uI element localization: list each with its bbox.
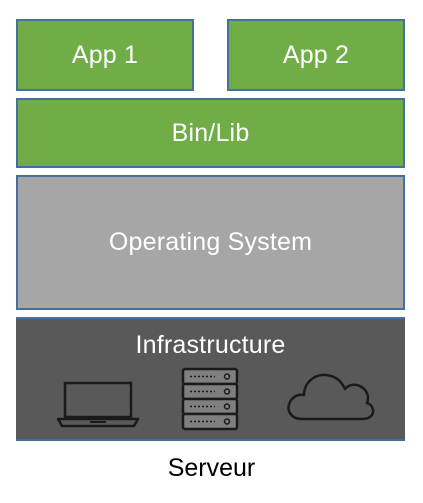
cloud-icon — [287, 373, 375, 421]
laptop-icon — [56, 381, 140, 428]
operating-system-label: Operating System — [108, 228, 313, 256]
infrastructure-box: Infrastructure — [16, 317, 405, 441]
diagram-caption: Serveur — [167, 454, 256, 482]
operating-system-box: Operating System — [16, 175, 405, 310]
bin-lib-label: Bin/Lib — [171, 118, 250, 147]
bin-lib-box: Bin/Lib — [16, 98, 405, 168]
app-2-box: App 2 — [227, 19, 405, 91]
app-1-box: App 1 — [16, 19, 194, 91]
infrastructure-label: Infrastructure — [135, 331, 286, 359]
app-2-label: App 2 — [282, 40, 350, 69]
server-icon — [181, 367, 239, 431]
app-1-label: App 1 — [71, 40, 139, 69]
